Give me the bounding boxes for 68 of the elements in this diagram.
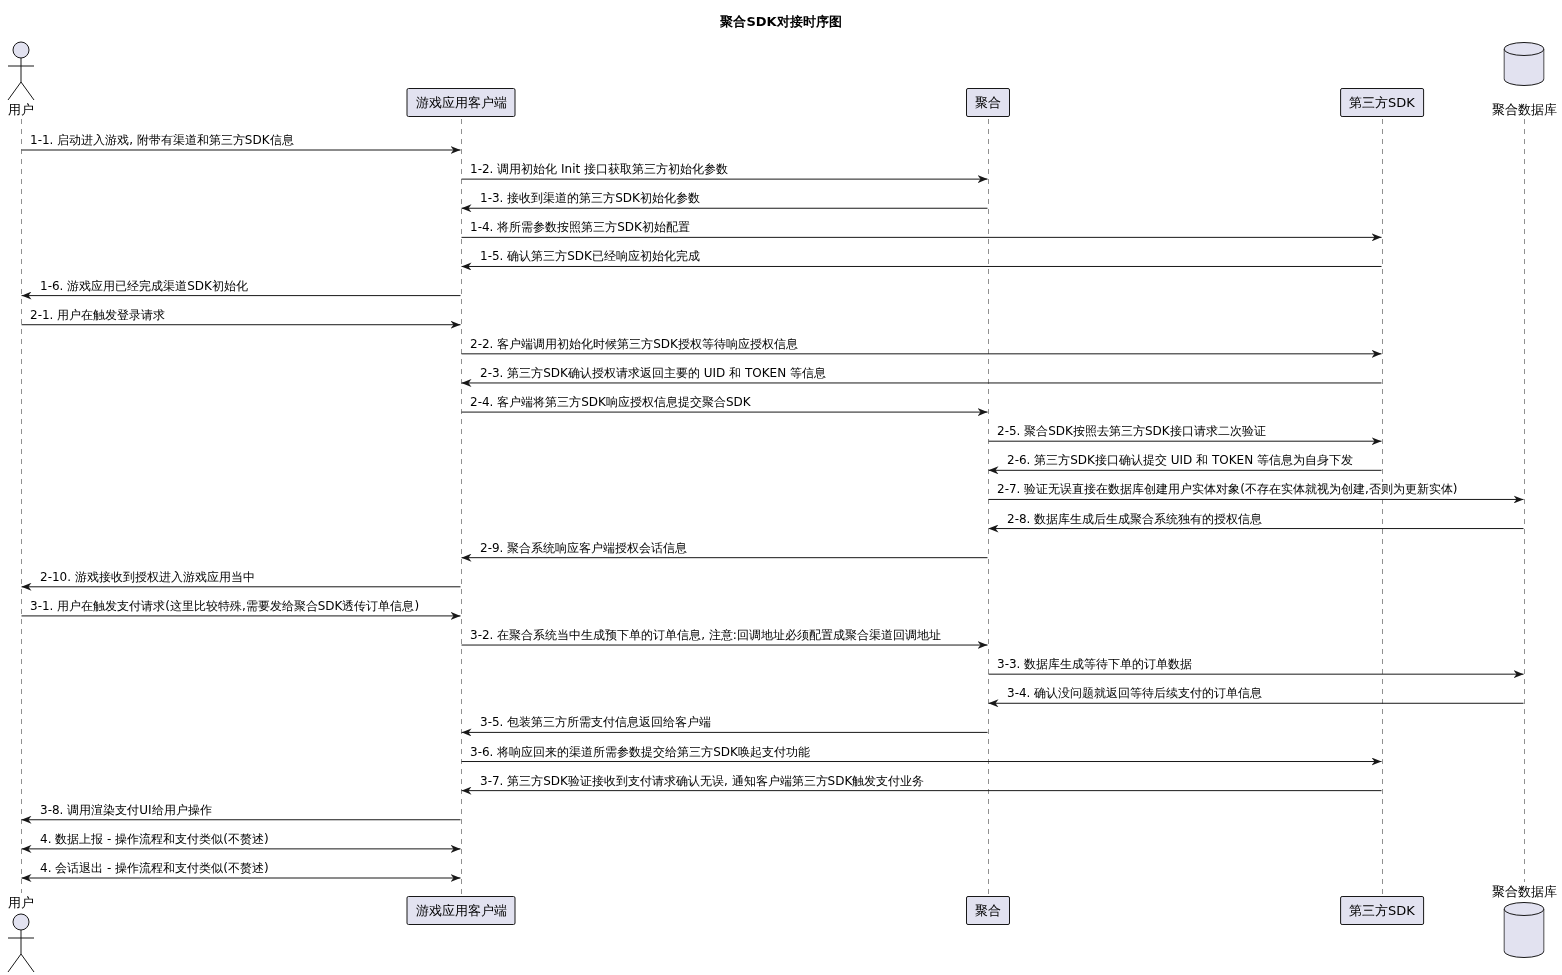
- message-arrow: [461, 641, 988, 650]
- message-arrow: [461, 408, 988, 417]
- message-label: 1-5. 确认第三方SDK已经响应初始化完成: [479, 249, 701, 264]
- message-label: 4. 会话退出 - 操作流程和支付类似(不赘述): [39, 861, 270, 875]
- participant-box: 第三方SDK: [1340, 88, 1424, 117]
- message-arrow: [461, 349, 1382, 358]
- message-arrow: [988, 437, 1382, 446]
- message-label: 3-8. 调用渲染支付UI给用户操作: [39, 802, 213, 817]
- message-arrow: [988, 524, 1524, 533]
- message-arrow: [988, 699, 1524, 708]
- lifeline: [460, 119, 462, 894]
- message-label: 2-10. 游戏接收到授权进入游戏应用当中: [39, 569, 256, 584]
- lifeline: [1381, 119, 1383, 894]
- diagram-title: 聚合SDK对接时序图: [720, 14, 842, 30]
- message-label: 2-5. 聚合SDK按照去第三方SDK接口请求二次验证: [996, 424, 1267, 439]
- message-arrow: [461, 175, 988, 184]
- message-arrow: [461, 262, 1382, 271]
- message-label: 2-1. 用户在触发登录请求: [29, 307, 167, 322]
- message-label: 2-9. 聚合系统响应客户端授权会话信息: [479, 540, 689, 555]
- message-label: 3-3. 数据库生成等待下单的订单数据: [996, 657, 1194, 672]
- message-arrow: [461, 757, 1382, 766]
- message-arrow: [461, 553, 988, 562]
- participant-label: 聚合数据库: [1491, 102, 1557, 117]
- participant-box: 游戏应用客户端: [406, 896, 516, 925]
- message-arrow: [21, 582, 461, 591]
- message-label: 3-6. 将响应回来的渠道所需参数提交给第三方SDK唤起支付功能: [469, 744, 811, 759]
- message-label: 2-7. 验证无误直接在数据库创建用户实体对象(不存在实体就视为创建,否则为更新实体): [996, 482, 1459, 497]
- lifeline: [987, 119, 989, 894]
- message-label: 4. 数据上报 - 操作流程和支付类似(不赘述): [39, 831, 270, 846]
- participant-box: 游戏应用客户端: [406, 88, 516, 117]
- message-label: 1-3. 接收到渠道的第三方SDK初始化参数: [479, 191, 701, 206]
- lifeline: [20, 119, 22, 893]
- message-arrow: [21, 844, 461, 853]
- message-arrow: [21, 815, 461, 824]
- message-arrow: [988, 670, 1524, 679]
- message-arrow: [21, 291, 461, 300]
- message-label: 3-4. 确认没问题就返回等待后续支付的订单信息: [1006, 686, 1264, 701]
- message-label: 3-2. 在聚合系统当中生成预下单的订单信息, 注意:回调地址必须配置成聚合渠道回调地址: [469, 628, 942, 643]
- message-arrow: [461, 786, 1382, 795]
- participant-label: 用户: [8, 895, 34, 910]
- message-label: 1-1. 启动进入游戏, 附带有渠道和第三方SDK信息: [29, 133, 295, 147]
- message-label: 3-5. 包装第三方所需支付信息返回给客户端: [479, 715, 713, 730]
- message-arrow: [461, 233, 1382, 242]
- message-label: 1-2. 调用初始化 Init 接口获取第三方初始化参数: [469, 162, 730, 177]
- message-arrow: [21, 320, 461, 329]
- message-label: 3-7. 第三方SDK验证接收到支付请求确认无误, 通知客户端第三方SDK触发支付业务: [479, 773, 926, 788]
- message-label: 3-1. 用户在触发支付请求(这里比较特殊,需要发给聚合SDK透传订单信息): [29, 598, 421, 613]
- participant-box: 聚合: [966, 88, 1010, 117]
- message-arrow: [461, 378, 1382, 387]
- participant-label: 用户: [8, 102, 34, 117]
- message-label: 2-8. 数据库生成后生成聚合系统独有的授权信息: [1006, 511, 1264, 526]
- participant-box: 第三方SDK: [1340, 896, 1424, 925]
- message-arrow: [21, 146, 461, 154]
- message-arrow: [461, 204, 988, 213]
- participant-label: 聚合数据库: [1491, 884, 1557, 899]
- message-label: 2-2. 客户端调用初始化时候第三方SDK授权等待响应授权信息: [469, 336, 799, 351]
- message-arrow: [21, 874, 461, 882]
- message-arrow: [461, 728, 988, 737]
- message-label: 2-6. 第三方SDK接口确认提交 UID 和 TOKEN 等信息为自身下发: [1006, 453, 1354, 468]
- message-label: 1-4. 将所需参数按照第三方SDK初始配置: [469, 220, 691, 235]
- message-label: 2-4. 客户端将第三方SDK响应授权信息提交聚合SDK: [469, 395, 752, 410]
- participant-box: 聚合: [966, 896, 1010, 925]
- message-label: 2-3. 第三方SDK确认授权请求返回主要的 UID 和 TOKEN 等信息: [479, 365, 827, 380]
- lifeline: [1523, 119, 1525, 882]
- message-arrow: [988, 495, 1524, 504]
- message-label: 1-6. 游戏应用已经完成渠道SDK初始化: [39, 278, 249, 293]
- message-arrow: [988, 466, 1382, 475]
- message-arrow: [21, 611, 461, 620]
